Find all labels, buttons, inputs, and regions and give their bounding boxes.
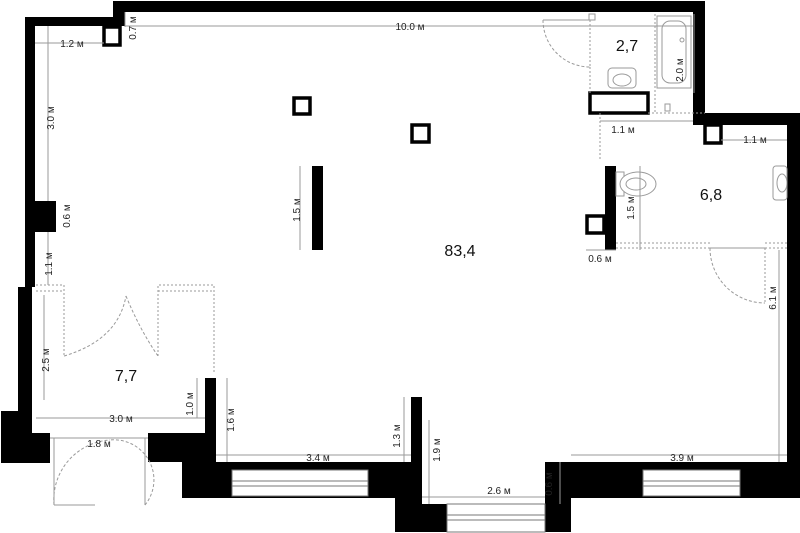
dim-right-wall: 6.1 м xyxy=(768,286,779,310)
wall-bottom-left-band xyxy=(182,462,422,470)
bathroom-partition xyxy=(605,166,616,250)
dim-bottom-left-width: 3.4 м xyxy=(306,453,330,464)
window-bottom-left xyxy=(231,469,369,497)
dim-left-wall-upper: 3.0 м xyxy=(46,106,57,130)
dim-bath-partition: 1.5 м xyxy=(626,196,637,220)
wall-bottom-left-sill xyxy=(182,496,422,498)
dim-top-left-step: 1.2 м xyxy=(60,39,84,50)
window-bottom-right xyxy=(642,469,741,497)
dimension-labels: 10.0 м 1.2 м 0.7 м 3.0 м 0.6 м 1.1 м 2.5… xyxy=(41,16,779,497)
dim-bath-upper-height: 2.0 м xyxy=(675,58,686,82)
area-bathroom-right: 6,8 xyxy=(700,187,722,204)
column-1 xyxy=(292,96,312,116)
wall-left-foot xyxy=(1,411,32,463)
dimension-lines xyxy=(35,12,787,504)
left-pillar xyxy=(35,201,56,232)
entrance-jamb-right xyxy=(148,433,216,462)
dim-bath-upper-width: 1.1 м xyxy=(611,125,635,136)
wall-bottom-right xyxy=(545,462,800,470)
wall-right-upper xyxy=(693,1,705,125)
doors xyxy=(53,19,766,506)
inner-pillar-bottom xyxy=(411,397,422,467)
wall-left-upper xyxy=(25,17,35,287)
area-bathroom-upper: 2,7 xyxy=(616,38,638,55)
dim-partition-stub: 0.6 м xyxy=(588,254,612,265)
vent-shaft-partition xyxy=(585,214,606,235)
partitions xyxy=(36,14,787,372)
entrance-jamb-left xyxy=(32,433,50,463)
dim-bottom-right-width: 3.9 м xyxy=(670,453,694,464)
wall-top xyxy=(113,1,693,12)
area-main-hall: 83,4 xyxy=(444,243,475,260)
dim-bath-right-notch: 1.1 м xyxy=(743,135,767,146)
wall-top-left xyxy=(25,17,125,26)
wall-right-step xyxy=(693,113,800,125)
dim-inner-wall: 1.5 м xyxy=(292,198,303,222)
column-2 xyxy=(410,123,431,144)
window-bay xyxy=(446,503,546,533)
dim-vestibule-height: 2.5 м xyxy=(41,348,52,372)
columns xyxy=(102,25,723,235)
dim-vestibule-right: 1.0 м xyxy=(185,392,196,416)
vent-shaft-right xyxy=(703,123,723,145)
vent-shaft-top-left xyxy=(102,25,122,47)
wall-bottom-right-sill xyxy=(545,496,800,498)
wall-left-lower xyxy=(18,287,32,413)
dim-bottom-window-side: 0.6 м xyxy=(544,472,555,496)
room-areas: 83,4 7,7 2,7 6,8 xyxy=(115,38,722,385)
dim-entrance-door: 1.8 м xyxy=(87,439,111,450)
dim-bottom-left-height: 1.6 м xyxy=(226,408,237,432)
vestibule-wall-right xyxy=(205,378,216,434)
dim-top-width: 10.0 м xyxy=(395,22,424,33)
dim-top-left-notch: 0.7 м xyxy=(128,16,139,40)
windows xyxy=(231,469,741,533)
dim-left-pillar: 0.6 м xyxy=(62,204,73,228)
dim-bottom-mid-right: 1.9 м xyxy=(432,438,443,462)
fixtures xyxy=(588,13,788,201)
wall-bottom-right-pier xyxy=(545,462,643,498)
dim-left-wall-lower: 1.1 м xyxy=(44,252,55,276)
bay-wall-bottom-left xyxy=(395,504,447,532)
wall-right xyxy=(787,113,800,498)
dim-bottom-mid-left: 1.3 м xyxy=(392,424,403,448)
dim-vestibule-width: 3.0 м xyxy=(109,414,133,425)
dim-bottom-window: 2.6 м xyxy=(487,486,511,497)
inner-wall-hall xyxy=(312,166,323,250)
area-vestibule: 7,7 xyxy=(115,368,137,385)
bathroom-counter xyxy=(588,91,650,115)
